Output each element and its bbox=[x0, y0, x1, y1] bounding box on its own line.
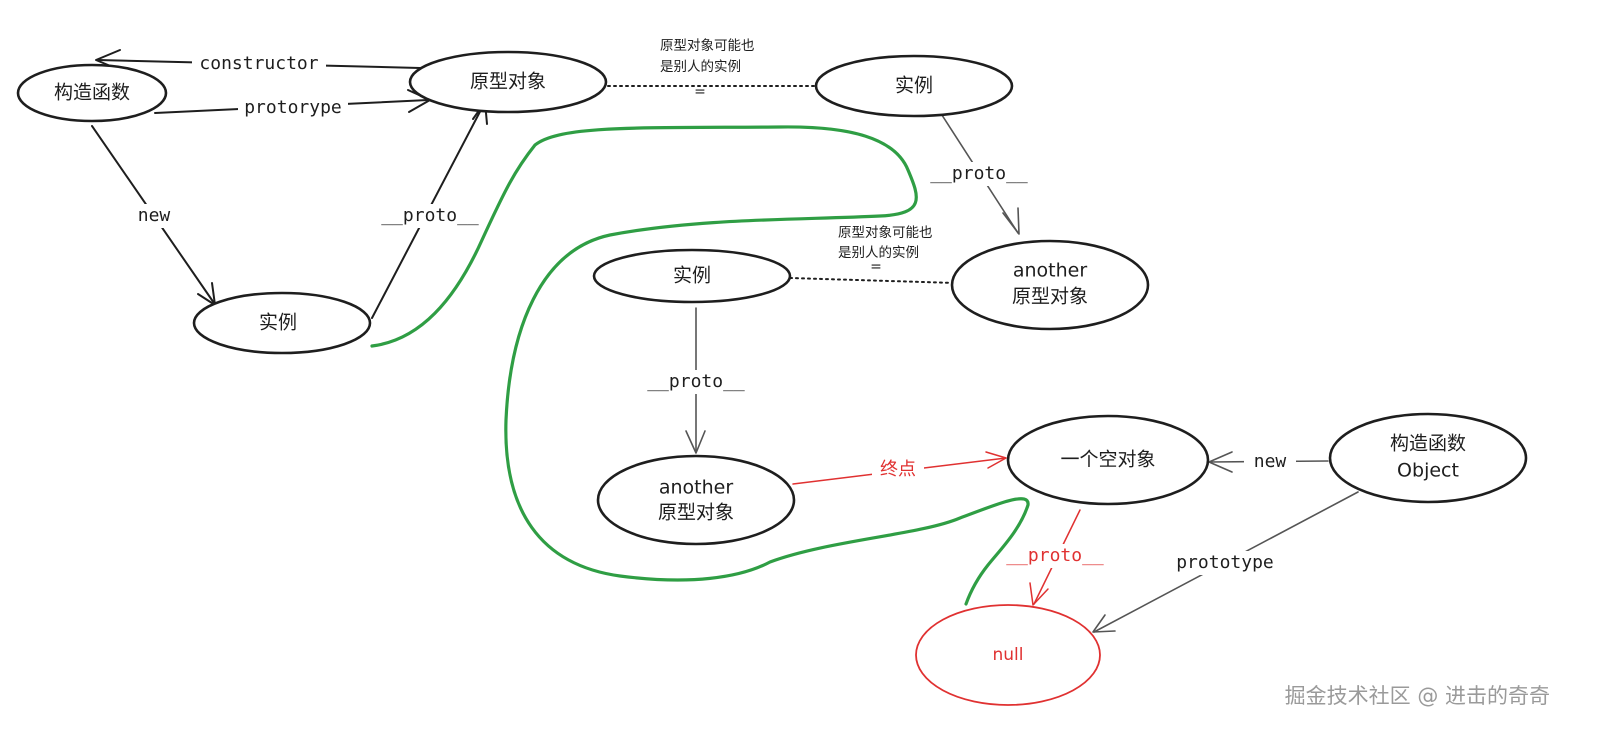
object-constructor-line1: 构造函数 bbox=[1390, 433, 1466, 455]
constructor-label: constructor bbox=[199, 53, 318, 74]
new-label-right: new bbox=[1254, 451, 1287, 472]
another-prototype-right-line2: 原型对象 bbox=[1012, 286, 1088, 308]
instance-mid-text: 实例 bbox=[673, 265, 711, 287]
end-point-arrowhead bbox=[985, 451, 1007, 469]
end-point-label-bg bbox=[872, 458, 924, 482]
node-object-constructor: 构造函数 Object bbox=[1328, 412, 1528, 504]
note-top-equals: = bbox=[694, 84, 706, 100]
null-text: null bbox=[993, 645, 1024, 665]
end-point-label: 终点 bbox=[880, 459, 916, 480]
node-constructor-function: 构造函数 bbox=[16, 63, 168, 123]
note-mid-line2: 是别人的实例 bbox=[838, 245, 919, 261]
proto-null-label: __proto__ bbox=[1006, 545, 1104, 566]
note-top: 原型对象可能也 是别人的实例 = bbox=[660, 38, 755, 100]
constructor-function-text: 构造函数 bbox=[54, 82, 130, 104]
node-instance-mid: 实例 bbox=[592, 248, 792, 304]
prototype-object-text: 原型对象 bbox=[470, 71, 546, 93]
prototype-object-label: prototype bbox=[1176, 552, 1274, 573]
proto-label-bg-right bbox=[920, 162, 1038, 186]
proto-label-right: __proto__ bbox=[930, 163, 1028, 184]
node-another-prototype-right: another 原型对象 bbox=[950, 239, 1150, 331]
node-instance-left: 实例 bbox=[192, 291, 372, 355]
note-top-line1: 原型对象可能也 bbox=[660, 38, 755, 54]
proto-null-label-bg bbox=[996, 544, 1114, 568]
proto-label-bg-mid bbox=[636, 370, 756, 394]
proto-label-bg-left bbox=[372, 204, 488, 228]
new-label-left: new bbox=[138, 205, 171, 226]
equality-dotted-mid bbox=[789, 277, 957, 284]
proto-arrowhead-right bbox=[1002, 207, 1020, 235]
instance-top-text: 实例 bbox=[895, 75, 933, 97]
proto-arrowhead-mid bbox=[685, 430, 706, 454]
empty-object-text: 一个空对象 bbox=[1060, 449, 1155, 471]
instance-left-text: 实例 bbox=[259, 312, 297, 334]
new-label-bg-left bbox=[130, 204, 178, 228]
note-top-line2: 是别人的实例 bbox=[660, 59, 741, 75]
another-prototype-mid-line1: another bbox=[659, 477, 733, 499]
node-prototype-object: 原型对象 bbox=[408, 50, 608, 114]
prototype-object-arrowhead bbox=[1092, 614, 1116, 633]
object-constructor-line2: Object bbox=[1397, 460, 1459, 482]
proto-label-mid: __proto__ bbox=[647, 371, 745, 392]
another-prototype-right-line1: another bbox=[1013, 260, 1087, 282]
note-mid-equals: = bbox=[870, 259, 882, 275]
node-null: null bbox=[915, 604, 1101, 706]
proto-label-left: __proto__ bbox=[381, 205, 479, 226]
constructor-label-bg bbox=[192, 52, 326, 76]
note-mid: 原型对象可能也 是别人的实例 = bbox=[838, 225, 933, 275]
proto-null-arrowhead bbox=[1029, 582, 1049, 606]
watermark: 掘金技术社区 @ 进击的奇奇 bbox=[1284, 684, 1550, 708]
node-another-prototype-mid: another 原型对象 bbox=[596, 454, 796, 546]
node-empty-object: 一个空对象 bbox=[1006, 414, 1210, 506]
protorype-label: protorype bbox=[244, 97, 342, 118]
new-label-bg-right bbox=[1244, 450, 1296, 474]
another-prototype-mid-line2: 原型对象 bbox=[658, 502, 734, 524]
protorype-label-bg bbox=[238, 96, 348, 120]
green-chain-path bbox=[370, 125, 1030, 606]
node-instance-top: 实例 bbox=[814, 54, 1014, 118]
note-mid-line1: 原型对象可能也 bbox=[838, 225, 933, 241]
prototype-object-label-bg bbox=[1168, 551, 1282, 575]
